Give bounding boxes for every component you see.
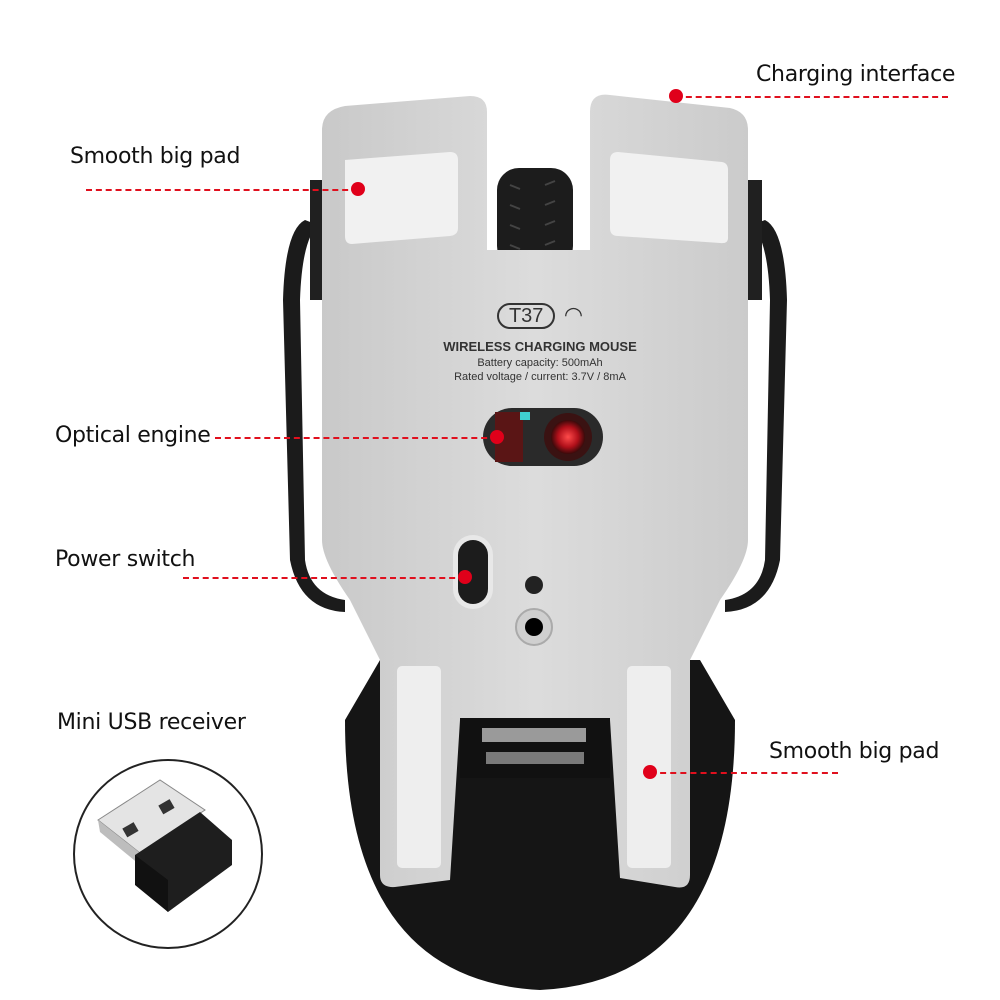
usb-receiver-label: Mini USB receiver [57,710,246,735]
callout-power-switch: Power switch [55,547,196,572]
wifi-icon: ◠ [563,302,584,327]
leader-line [86,189,358,191]
marker-dot [669,89,683,103]
model-badge-row: T37 ◠ [480,302,600,332]
scroll-wheel [497,168,573,268]
marker-dot [351,182,365,196]
callout-optical-engine: Optical engine [55,423,211,448]
marker-dot [643,765,657,779]
battery-capacity: Battery capacity: 500mAh [477,357,603,369]
marker-dot [490,430,504,444]
top-right-pad [610,152,728,244]
callout-smooth-pad-top: Smooth big pad [70,144,241,169]
leader-line [183,577,465,579]
leader-line [215,437,497,439]
top-left-pad [345,152,458,244]
marker-dot [458,570,472,584]
model-badge: T37 [496,303,556,329]
bottom-left-pad [397,666,441,868]
rated-voltage: Rated voltage / current: 3.7V / 8mA [454,371,626,383]
right-side-grip [725,220,787,612]
leader-line [650,772,838,774]
left-side-grip [283,220,345,612]
callout-charging-interface: Charging interface [756,62,956,87]
callout-smooth-pad-bottom: Smooth big pad [769,739,940,764]
leader-line [676,96,948,98]
product-title: WIRELESS CHARGING MOUSE [443,339,637,354]
